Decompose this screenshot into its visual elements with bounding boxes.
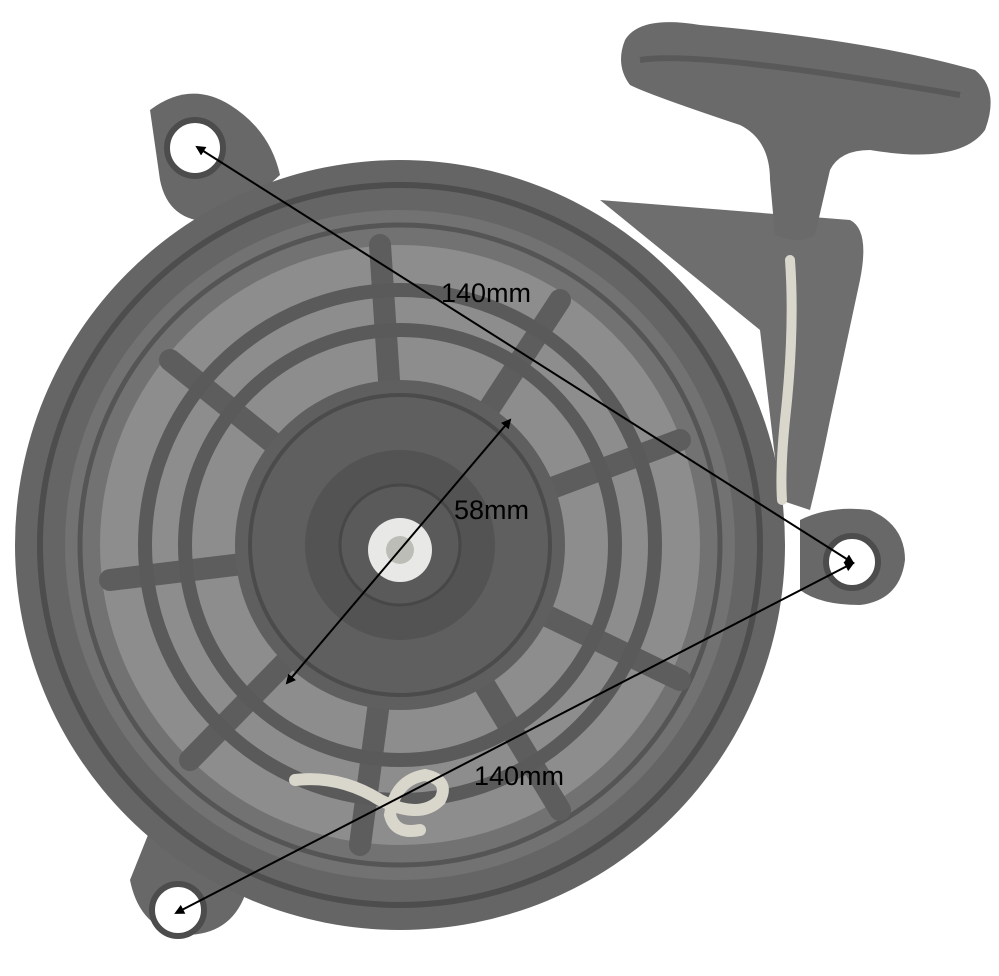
dimension-arrows — [174, 145, 855, 914]
dimension-arrow-top — [195, 145, 855, 565]
dimension-label-top: 140mm — [441, 278, 532, 308]
mounting-hole-top-left — [164, 117, 226, 179]
dimension-label-center: 58mm — [454, 495, 530, 525]
pulley-hub — [235, 380, 565, 710]
dimension-arrow-bottom — [174, 562, 855, 914]
dimension-label-bottom: 140mm — [474, 761, 565, 791]
pull-handle — [621, 22, 991, 241]
mounting-hole-bottom-left — [149, 881, 207, 939]
